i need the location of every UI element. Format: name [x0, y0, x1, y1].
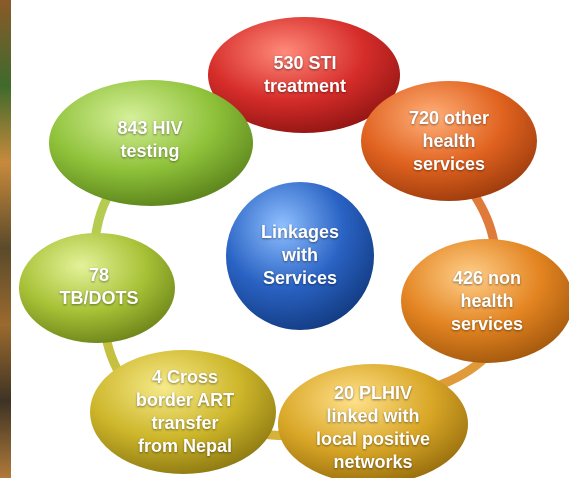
- other-health-services-label: 720 other health services: [408, 107, 490, 174]
- non-health-services-node: [401, 239, 569, 363]
- plhiv-node: [278, 364, 468, 478]
- tb-dots-label: 78 TB/DOTS: [59, 265, 139, 308]
- center-linkages-label: Linkages with Services: [260, 221, 340, 288]
- sti-treatment-label: 530 STI treatment: [263, 53, 347, 96]
- hiv-testing-node: [49, 80, 253, 206]
- left-photo-strip: [0, 0, 11, 478]
- cross-border-art-node: [90, 350, 276, 474]
- center-linkages-node: [226, 182, 374, 330]
- plhiv-label: 20 PLHIV linked with local positive netw…: [315, 383, 431, 472]
- non-health-services-label: 426 non health services: [450, 267, 524, 334]
- hiv-testing-label: 843 HIV testing: [117, 118, 183, 161]
- tb-dots-node: [19, 233, 175, 343]
- cross-border-art-label: 4 Cross border ART transfer from Nepal: [135, 367, 235, 456]
- sti-treatment-node: [208, 17, 400, 133]
- other-health-services-node: [361, 81, 537, 201]
